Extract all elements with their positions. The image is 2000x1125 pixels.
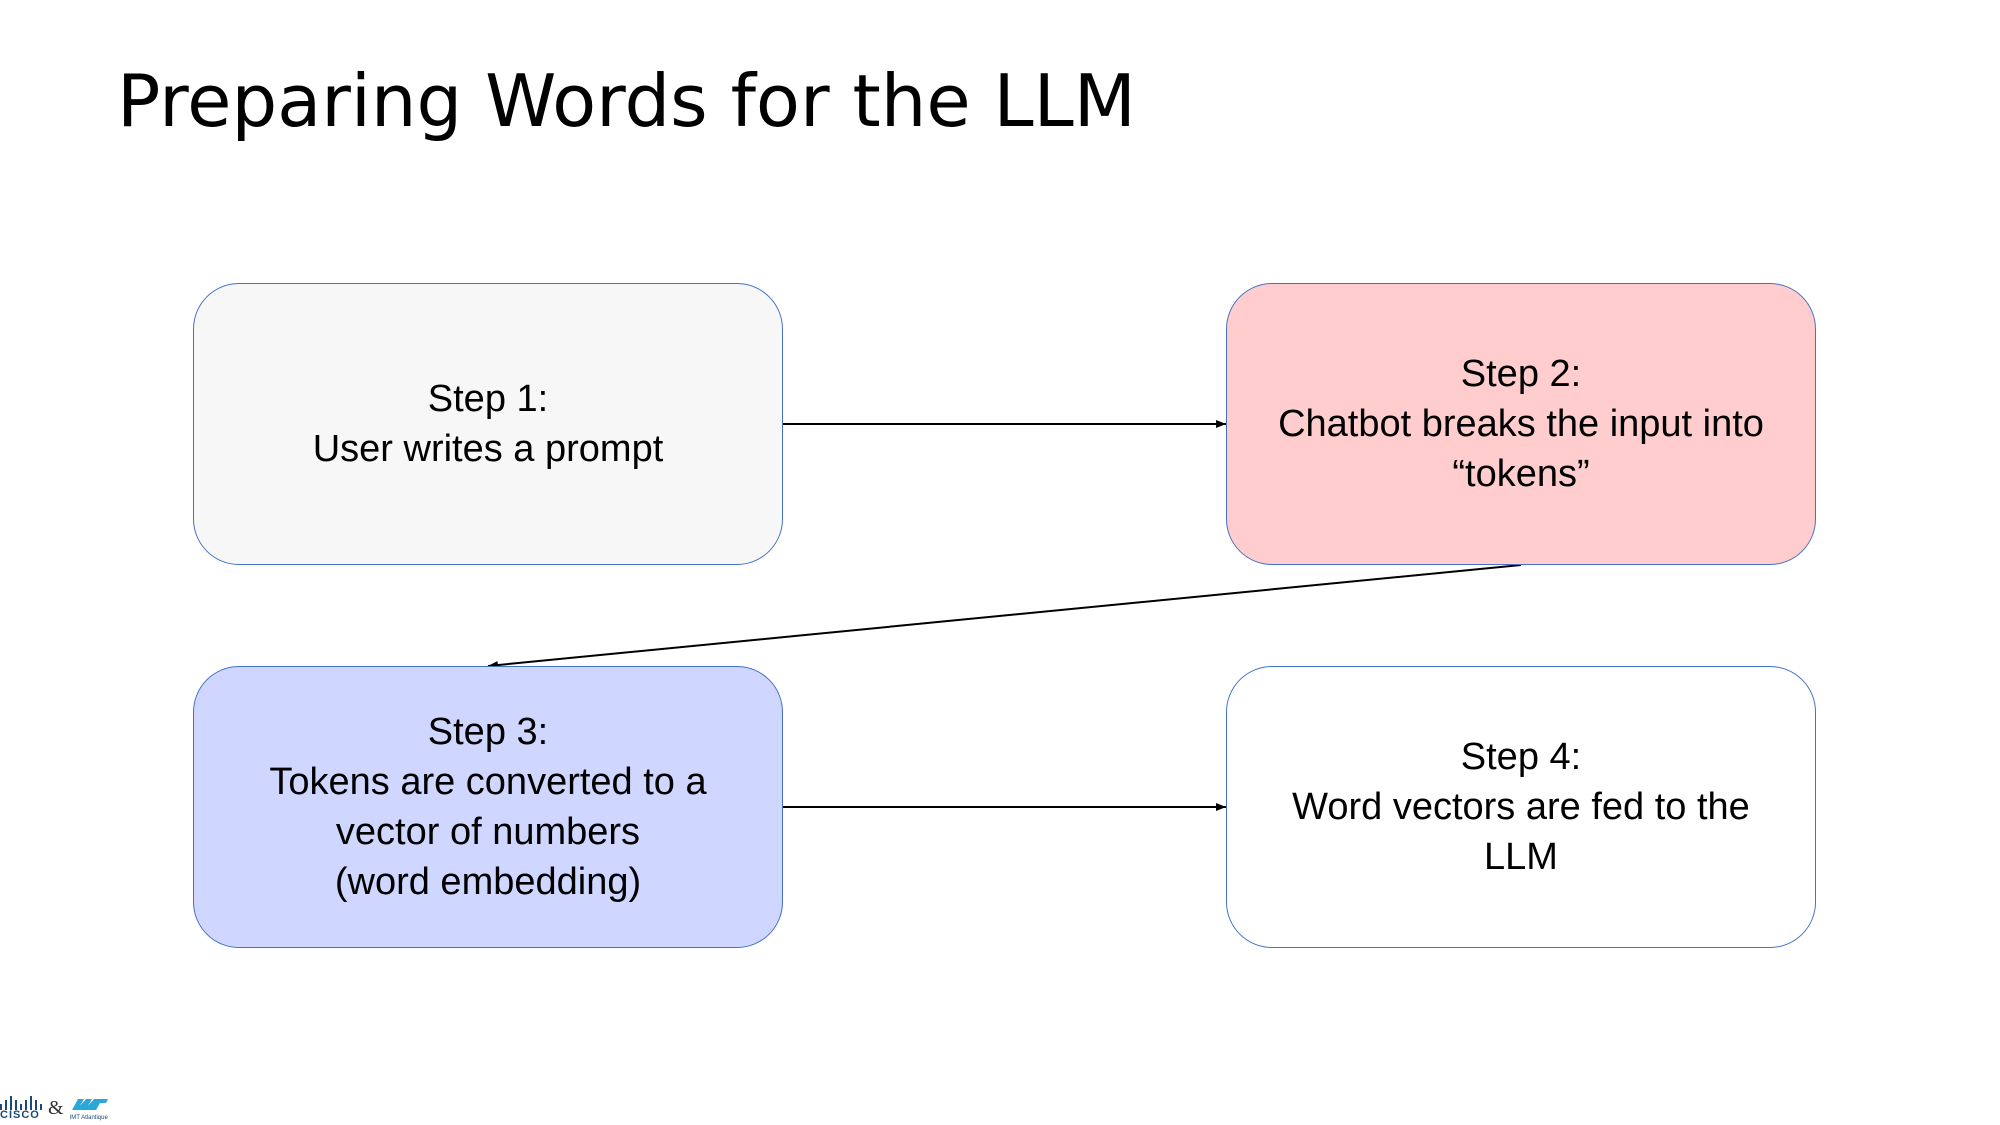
imt-wordmark: IMT Atlantique	[69, 1115, 108, 1121]
step-4-box: Step 4: Word vectors are fed to the LLM	[1226, 666, 1816, 948]
cisco-bars-icon	[0, 1096, 42, 1110]
step-4-text: Step 4: Word vectors are fed to the LLM	[1292, 736, 1750, 878]
step-2-text: Step 2: Chatbot breaks the input into “t…	[1278, 353, 1764, 495]
step-3-text: Step 3: Tokens are converted to a vector…	[269, 711, 707, 903]
step-1-text: Step 1: User writes a prompt	[312, 378, 664, 470]
cisco-wordmark: CISCO	[0, 1109, 40, 1121]
imt-mark-icon	[71, 1099, 108, 1110]
ampersand-icon: &	[48, 1097, 64, 1119]
imt-logo: IMT Atlantique	[70, 1096, 120, 1121]
cisco-logo: CISCO	[0, 1096, 42, 1121]
step-1-box: Step 1: User writes a prompt	[193, 283, 783, 565]
step-3-box: Step 3: Tokens are converted to a vector…	[193, 666, 783, 948]
step-2-box: Step 2: Chatbot breaks the input into “t…	[1226, 283, 1816, 565]
slide-title: Preparing Words for the LLM	[117, 59, 1136, 143]
arrow-step2-to-step3	[487, 564, 1522, 670]
partner-logos: CISCO & IMT Atlantique	[0, 1096, 120, 1121]
